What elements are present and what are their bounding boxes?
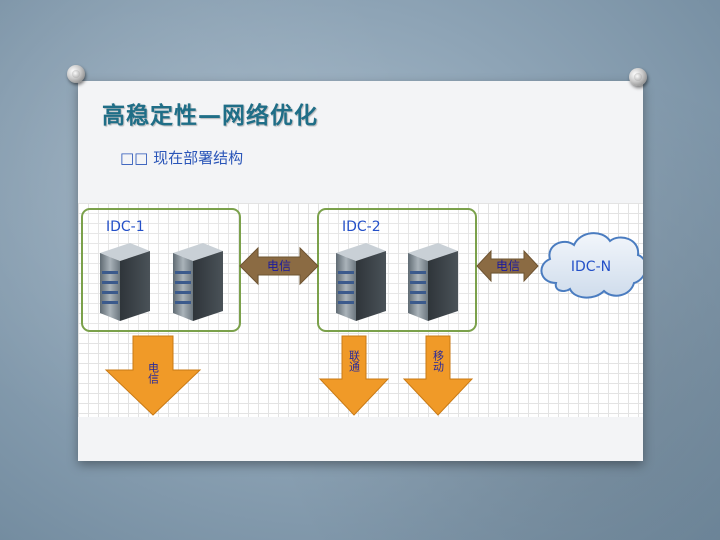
server-icon [408, 243, 458, 321]
out-label-idc1: 电信 [147, 362, 160, 385]
link-label-idc2-idcn: 电信 [496, 259, 520, 273]
idcn-cloud [540, 232, 643, 299]
link-label-idc1-idc2: 电信 [267, 259, 291, 273]
pushpin-icon [67, 65, 85, 83]
link-arrow-idc2-idcn [476, 249, 539, 283]
out-arrow-idc2-b [402, 335, 474, 416]
server-icon [336, 243, 386, 321]
diagram-canvas: IDC-1 IDC-2 电信 电信 IDC-N 电信 联通 移动 [81, 208, 643, 416]
idc2-label: IDC-2 [342, 219, 381, 235]
slide-title: 高稳定性—网络优化 [102, 103, 318, 129]
network-diagram: IDC-1 IDC-2 电信 电信 IDC-N 电信 联通 移动 [78, 203, 643, 417]
slide-subtitle: □□ 现在部署结构 [120, 149, 244, 167]
idc1-label: IDC-1 [106, 219, 145, 235]
out-arrow-idc2-a [318, 335, 390, 416]
out-arrow-idc1 [104, 335, 202, 416]
server-icon [173, 243, 223, 321]
pushpin-icon [629, 68, 647, 86]
link-arrow-idc1-idc2 [239, 246, 319, 286]
out-label-idc2-a: 联通 [348, 350, 361, 372]
out-label-idc2-b: 移动 [432, 350, 445, 372]
idcn-label: IDC-N [571, 259, 611, 275]
server-icon [100, 243, 150, 321]
